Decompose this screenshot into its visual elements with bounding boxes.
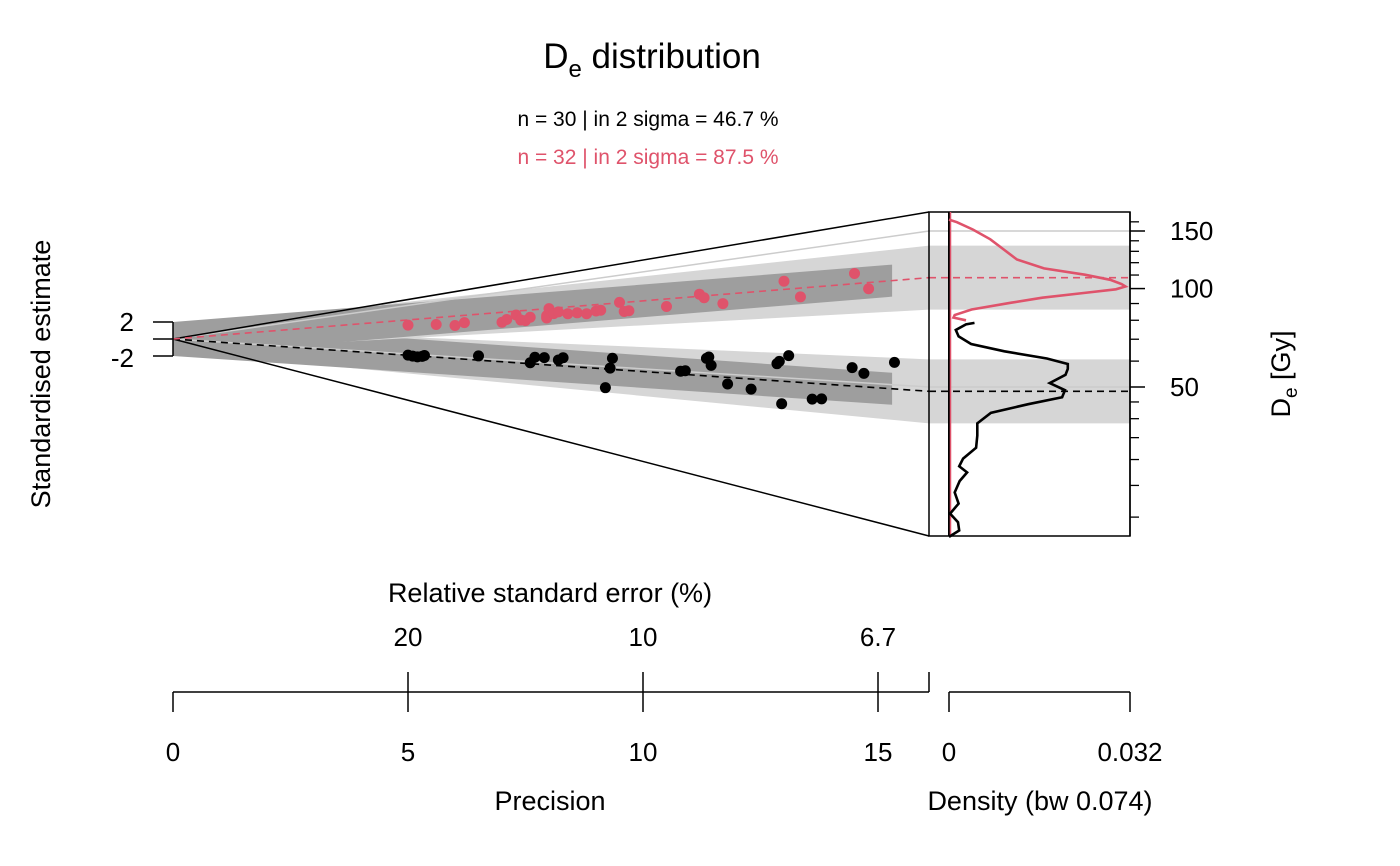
y-axis-label-right-rest: [Gy] [1266,330,1296,387]
de-tick-label-100: 100 [1170,274,1213,304]
density-tick-label-0: 0 [942,737,956,767]
data-point-s1-30 [888,356,900,368]
data-point-s1-23 [773,355,785,367]
data-point-s1-20 [722,378,734,390]
data-point-s2-16 [562,308,574,320]
rse-tick-label-20: 20 [394,622,423,652]
de-tick-label-50: 50 [1170,372,1199,402]
data-point-s1-19 [705,359,717,371]
data-point-s1-27 [816,393,828,405]
grid-line-150 [172,230,930,340]
density-tick-label-max: 0.032 [1097,737,1162,767]
rse-tick-label-10: 10 [629,622,658,652]
chart-title: De distribution [543,37,761,83]
data-point-s1-14 [606,352,618,364]
data-point-s2-26 [698,292,710,304]
data-point-s2-10 [524,311,536,323]
stats-line-2: n = 32 | in 2 sigma = 87.5 % [517,146,778,169]
data-point-s2-1 [402,319,414,331]
precision-tick-label-10: 10 [629,737,658,767]
y-axis-label-right: De [Gy] [1266,330,1302,417]
density-axis-label: Density (bw 0.074) [927,786,1152,816]
z-tick-label-2: 2 [120,307,134,337]
chart-title-subscript: e [568,56,581,83]
data-point-s2-27 [717,298,729,310]
data-point-s1-16 [679,365,691,377]
data-point-s1-25 [783,350,795,362]
precision-tick-label-15: 15 [864,737,893,767]
data-point-s2-15 [552,306,564,318]
wedge-upper-line [172,211,930,340]
precision-axis-label: Precision [494,786,605,816]
data-point-s2-30 [849,267,860,279]
data-point-s1-21 [745,383,757,395]
density-curve-1 [948,321,1070,539]
plot-layer: 2 -2 150 100 50 0 5 10 15 20 10 6.7 0 0.032 [111,211,1213,767]
y-axis-label-right-subscript: e [1281,387,1302,398]
data-point-s1-12 [599,382,611,394]
data-point-s1-6 [473,350,484,362]
rse-axis-label: Relative standard error (%) [388,578,712,608]
data-point-s1-13 [604,362,616,374]
data-point-s2-3 [449,319,461,331]
de-tick-label-150: 150 [1170,216,1213,246]
data-point-s1-11 [557,352,569,364]
data-point-s2-29 [794,291,806,303]
data-point-s1-24 [776,398,788,410]
data-point-s1-29 [858,367,870,379]
data-point-s2-4 [458,317,470,329]
rse-tick-label-6.7: 6.7 [860,622,896,652]
data-point-s2-21 [614,296,625,308]
central-line-1 [172,338,930,393]
data-point-s1-5 [418,349,430,361]
precision-tick-label-5: 5 [401,737,415,767]
data-point-s1-26 [806,393,818,405]
wedge-lower-line [172,338,930,537]
stats-line-1: n = 30 | in 2 sigma = 46.7 % [517,108,778,131]
data-point-s2-28 [778,275,790,287]
data-point-s2-17 [571,307,583,319]
data-point-s1-18 [703,351,715,363]
data-point-s2-6 [501,313,513,325]
data-point-s2-20 [595,304,607,316]
data-point-s2-18 [581,308,593,320]
precision-tick-label-0: 0 [166,737,180,767]
central-line-2 [172,276,930,340]
chart-title-rest: distribution [582,37,761,76]
data-point-s2-31 [863,283,875,295]
data-point-s2-24 [661,301,672,313]
data-point-s1-8 [529,351,541,363]
data-point-s1-9 [538,352,550,364]
data-point-s2-23 [623,305,635,317]
y-axis-label-left: Standardised estimate [26,240,56,509]
data-point-s2-2 [430,319,442,331]
z-tick-label-neg2: -2 [111,343,134,373]
data-point-s1-28 [846,362,858,374]
density-curve-2 [948,218,1129,322]
